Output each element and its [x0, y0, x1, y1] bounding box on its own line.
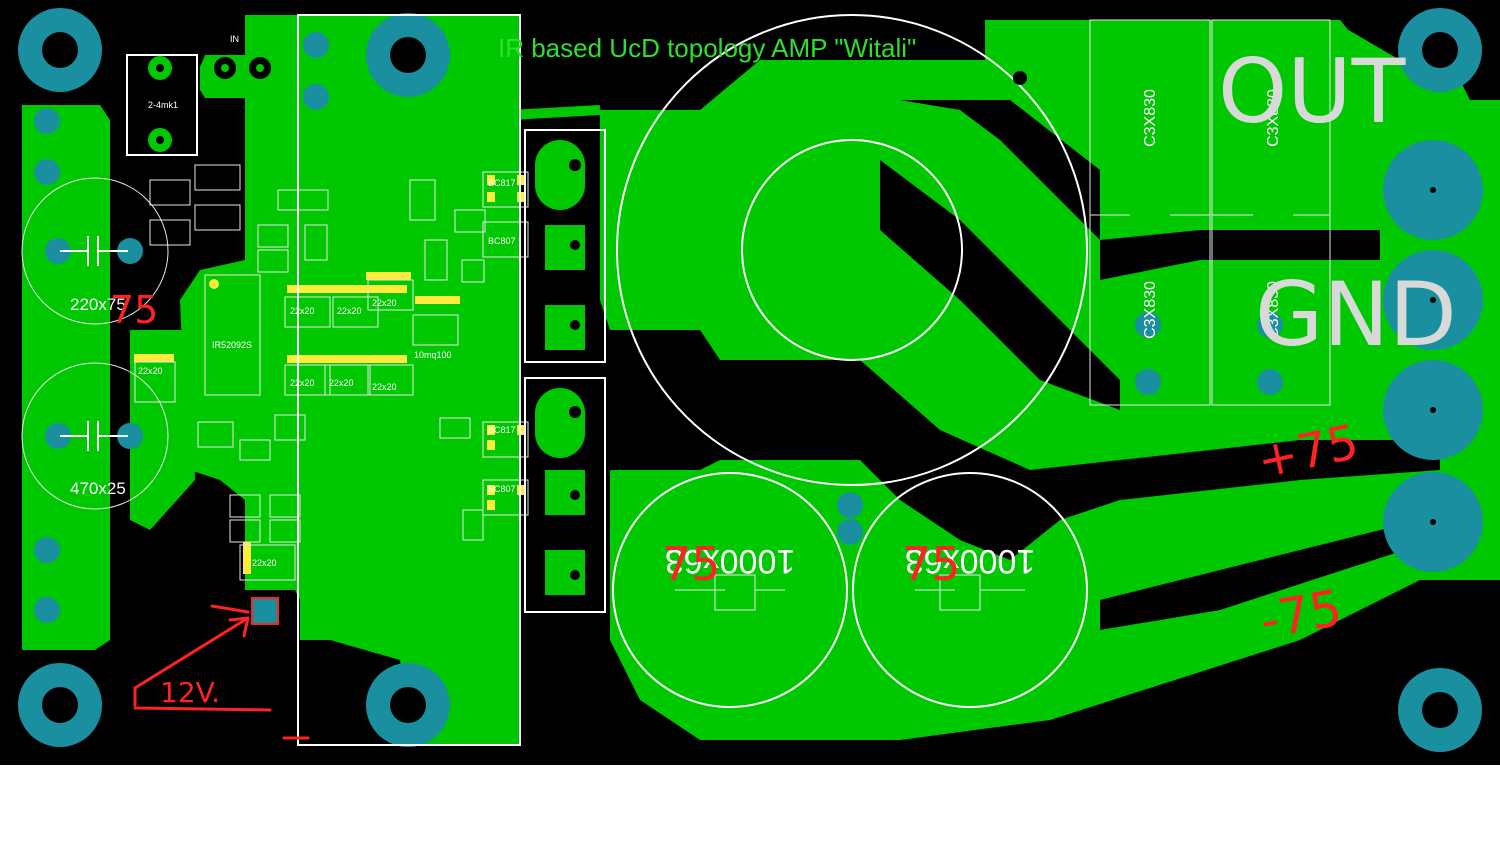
- cap-1000b-outline: [852, 472, 1088, 708]
- tr3-label: BC817: [488, 425, 516, 435]
- gnd-label: GND: [1255, 263, 1457, 366]
- annotation-cap75b: 75: [662, 537, 721, 591]
- cap-1000a-outline: [612, 472, 848, 708]
- cap-2u-outline: [126, 54, 198, 156]
- cap-470-label: 470x25: [70, 479, 126, 498]
- cap-out2-label: C3X830: [1265, 89, 1282, 147]
- annotation-cap75c: 75: [902, 537, 961, 591]
- cap-out1-label: C3X830: [1142, 89, 1159, 147]
- vias: [671, 71, 1027, 432]
- in-connector: [200, 55, 283, 98]
- cap-220-label: 220x75: [70, 295, 126, 314]
- cap-symbols: [60, 236, 128, 451]
- cap-2u-label: 2-4mk1: [148, 100, 178, 110]
- mounting-holes: [18, 8, 1482, 752]
- tr1-label: BC817: [488, 178, 516, 188]
- cap-22c-label: 22x20: [290, 378, 315, 388]
- tr4-label: BC807: [488, 484, 516, 494]
- mosfet-pads: [535, 140, 585, 595]
- cap-470-outline: [21, 362, 169, 510]
- cap-220-outline: [21, 177, 169, 325]
- pcb-layout: IN 2-4mk1 220x75 470x25 IR52092S: [18, 8, 1500, 752]
- cap-22h-label: 22x20: [372, 382, 397, 392]
- cap-out4-label: C3X830: [1265, 281, 1282, 339]
- annotation-12v: 12V.: [160, 676, 220, 709]
- inductor-outer: [616, 14, 1088, 486]
- mosfet-bottom-outline: [524, 377, 606, 613]
- cap-out3-label: C3X830: [1142, 281, 1159, 339]
- cap-22g-label: 22x20: [372, 298, 397, 308]
- annotation-cap75a: 75: [110, 288, 158, 332]
- heatsink-outline: [297, 14, 521, 746]
- ic-label: IR52092S: [212, 340, 252, 350]
- cap-22b-label: 22x20: [337, 306, 362, 316]
- cap-22e-label: 22x20: [138, 366, 163, 376]
- cap-22f-label: 22x20: [252, 558, 277, 568]
- connector-in-label: IN: [230, 34, 239, 44]
- cap-1000b-label: 1000x63: [905, 542, 1035, 580]
- cap-22d-label: 22x20: [329, 378, 354, 388]
- cap-1000a-label: 1000x63: [665, 542, 795, 580]
- board-title: IR based UcD topology AMP "Witali": [498, 33, 916, 63]
- mosfet-top-outline: [524, 129, 606, 363]
- annotation-minus75: -75: [1256, 579, 1347, 650]
- smd-outlines: [134, 164, 529, 581]
- inductor-inner: [741, 139, 963, 361]
- cap-22a-label: 22x20: [290, 306, 315, 316]
- diode-label: 10mq100: [414, 350, 452, 360]
- pcb-board: IN 2-4mk1 220x75 470x25 IR52092S: [0, 0, 1500, 765]
- left-pads: [34, 32, 1283, 623]
- tr2-label: BC807: [488, 236, 516, 246]
- ic-outline: [204, 274, 261, 396]
- out-label: OUT: [1218, 40, 1407, 143]
